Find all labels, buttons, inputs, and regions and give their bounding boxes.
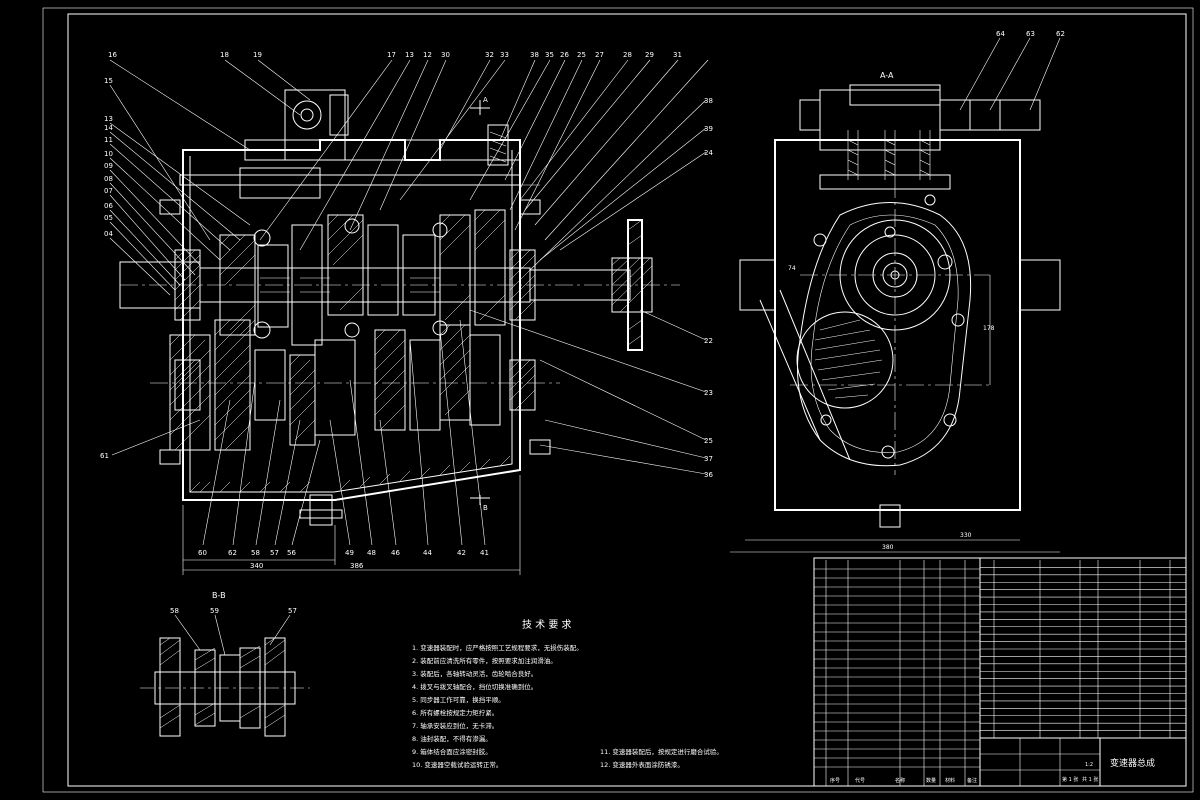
leader-top-13: 27 xyxy=(595,51,604,59)
view-label-bb: B-B xyxy=(212,591,226,600)
leader-top-14: 28 xyxy=(623,51,632,59)
leader-top-16: 31 xyxy=(673,51,682,59)
leader-top-9: 38 xyxy=(530,51,539,59)
leader-left-2: 14 xyxy=(104,124,113,132)
leader-left-10: 04 xyxy=(104,230,113,238)
leader-bottom-2: 58 xyxy=(251,549,260,557)
leader-bottom-9: 42 xyxy=(457,549,466,557)
parts-header-material: 材料 xyxy=(945,777,955,784)
leader-top-6: 30 xyxy=(441,51,450,59)
leader-bottom-0: 60 xyxy=(198,549,207,557)
dim-side-height: 178 xyxy=(983,325,995,332)
title-sheet: 第 1 张 xyxy=(1062,776,1078,783)
leader-right-3: 22 xyxy=(704,337,713,345)
leader-right-5: 25 xyxy=(704,437,713,445)
leader-bottom-8: 44 xyxy=(423,549,432,557)
tech-req-heading: 技 术 要 求 xyxy=(522,618,572,631)
tech-req-item: 7. 轴承安装应到位，无卡滞。 xyxy=(412,721,498,730)
side-view-aa: A-A xyxy=(730,30,1065,553)
tech-req-item: 10. 变速器空载试验运转正常。 xyxy=(412,760,502,769)
leader-top-7: 32 xyxy=(485,51,494,59)
leader-side-1: 63 xyxy=(1026,30,1035,38)
leader-side-0: 64 xyxy=(996,30,1005,38)
tech-req-item: 2. 装配前应清洗所有零件，按照要求加注润滑油。 xyxy=(412,656,557,665)
tech-req-item: 12. 变速器外表面涂防锈漆。 xyxy=(600,760,684,769)
leader-right-6: 37 xyxy=(704,455,713,463)
leader-top-8: 33 xyxy=(500,51,509,59)
leader-left-5: 09 xyxy=(104,162,113,170)
leader-bb-2: 57 xyxy=(288,607,297,615)
tech-req-item: 3. 装配后，各轴转动灵活，齿轮啮合良好。 xyxy=(412,669,537,678)
leader-left-0: 15 xyxy=(104,77,113,85)
section-bb-view: B-B 58 59 57 xyxy=(140,591,310,737)
parts-header-index: 序号 xyxy=(830,777,840,784)
leader-bottom-10: 41 xyxy=(480,549,489,557)
dim-side-overall: 380 xyxy=(882,544,894,551)
parts-header-name: 名称 xyxy=(895,777,905,784)
dim-side-width: 330 xyxy=(960,532,972,539)
leader-top-4: 13 xyxy=(405,51,414,59)
leader-top-15: 29 xyxy=(645,51,654,59)
leader-bottom-3: 57 xyxy=(270,549,279,557)
leader-left-7: 07 xyxy=(104,187,113,195)
tech-req-item: 1. 变速器装配时，应严格按照工艺规程要求，无损伤装配。 xyxy=(412,643,583,652)
leader-right-4: 23 xyxy=(704,389,713,397)
leader-top-1: 18 xyxy=(220,51,229,59)
leader-lines xyxy=(109,59,709,546)
leader-top-11: 26 xyxy=(560,51,569,59)
leader-side-2: 62 xyxy=(1056,30,1065,38)
leader-bb-1: 59 xyxy=(210,607,219,615)
leader-left-1: 13 xyxy=(104,115,113,123)
leader-bottom-5: 49 xyxy=(345,549,354,557)
leader-right-1: 39 xyxy=(704,125,713,133)
leader-right-0: 38 xyxy=(704,97,713,105)
tech-req-item: 8. 油封装配，不得有渗漏。 xyxy=(412,734,492,743)
leader-bottom-1: 62 xyxy=(228,549,237,557)
parts-list-table: 变速器总成 1:2 第 1 张 共 1 张 序号 代号 名称 数量 材料 备注 xyxy=(813,557,1187,787)
parts-header-qty: 数量 xyxy=(926,777,936,784)
view-label-aa: A-A xyxy=(880,71,894,80)
tech-req-item: 4. 拨叉与拨叉轴配合，挡位切换准确到位。 xyxy=(412,682,537,691)
leader-top-10: 35 xyxy=(545,51,554,59)
dim-side-offset: 74 xyxy=(788,265,796,272)
technical-requirements: 技 术 要 求 1. 变速器装配时，应严格按照工艺规程要求，无损伤装配。 2. … xyxy=(412,618,723,769)
tech-req-item: 9. 箱体结合面应涂密封胶。 xyxy=(412,747,492,756)
tech-req-item: 11. 变速器装配后，按规定进行磨合试验。 xyxy=(600,747,723,756)
leader-bottom-4: 56 xyxy=(287,549,296,557)
leader-top-3: 17 xyxy=(387,51,396,59)
leader-top-12: 25 xyxy=(577,51,586,59)
leader-left-9: 05 xyxy=(104,214,113,222)
leader-bb-0: 58 xyxy=(170,607,179,615)
title-scale: 1:2 xyxy=(1085,762,1093,768)
leader-bottom-6: 48 xyxy=(367,549,376,557)
dim-main-length: 340 xyxy=(250,562,263,570)
title-total: 共 1 张 xyxy=(1082,776,1098,783)
parts-header-code: 代号 xyxy=(855,777,865,784)
cut-mark-b: B xyxy=(483,504,488,512)
drawing-title: 变速器总成 xyxy=(1110,757,1155,769)
leader-left-4: 10 xyxy=(104,150,113,158)
dim-overall-length: 386 xyxy=(350,562,364,570)
outer-frame xyxy=(42,7,1194,793)
leader-numbers: 16 18 19 17 13 12 30 32 33 38 35 26 25 2… xyxy=(100,51,713,570)
leader-left-8: 06 xyxy=(104,202,113,210)
leader-left-6: 08 xyxy=(104,175,113,183)
leader-right-2: 24 xyxy=(704,149,713,157)
inner-frame xyxy=(67,13,1187,787)
leader-right-7: 36 xyxy=(704,471,713,479)
leader-left-3: 11 xyxy=(104,136,113,144)
tech-req-item: 6. 所有螺栓按规定力矩拧紧。 xyxy=(412,708,498,717)
leader-bottom-7: 46 xyxy=(391,549,400,557)
leader-top-2: 19 xyxy=(253,51,262,59)
leader-top-0: 16 xyxy=(108,51,117,59)
tech-req-item: 5. 同步器工作可靠，换挡平顺。 xyxy=(412,695,505,704)
leader-top-5: 12 xyxy=(423,51,432,59)
leader-left-lower: 61 xyxy=(100,452,109,460)
main-section-view xyxy=(119,89,680,575)
cut-mark-a: A xyxy=(483,96,488,104)
parts-header-note: 备注 xyxy=(967,777,977,784)
